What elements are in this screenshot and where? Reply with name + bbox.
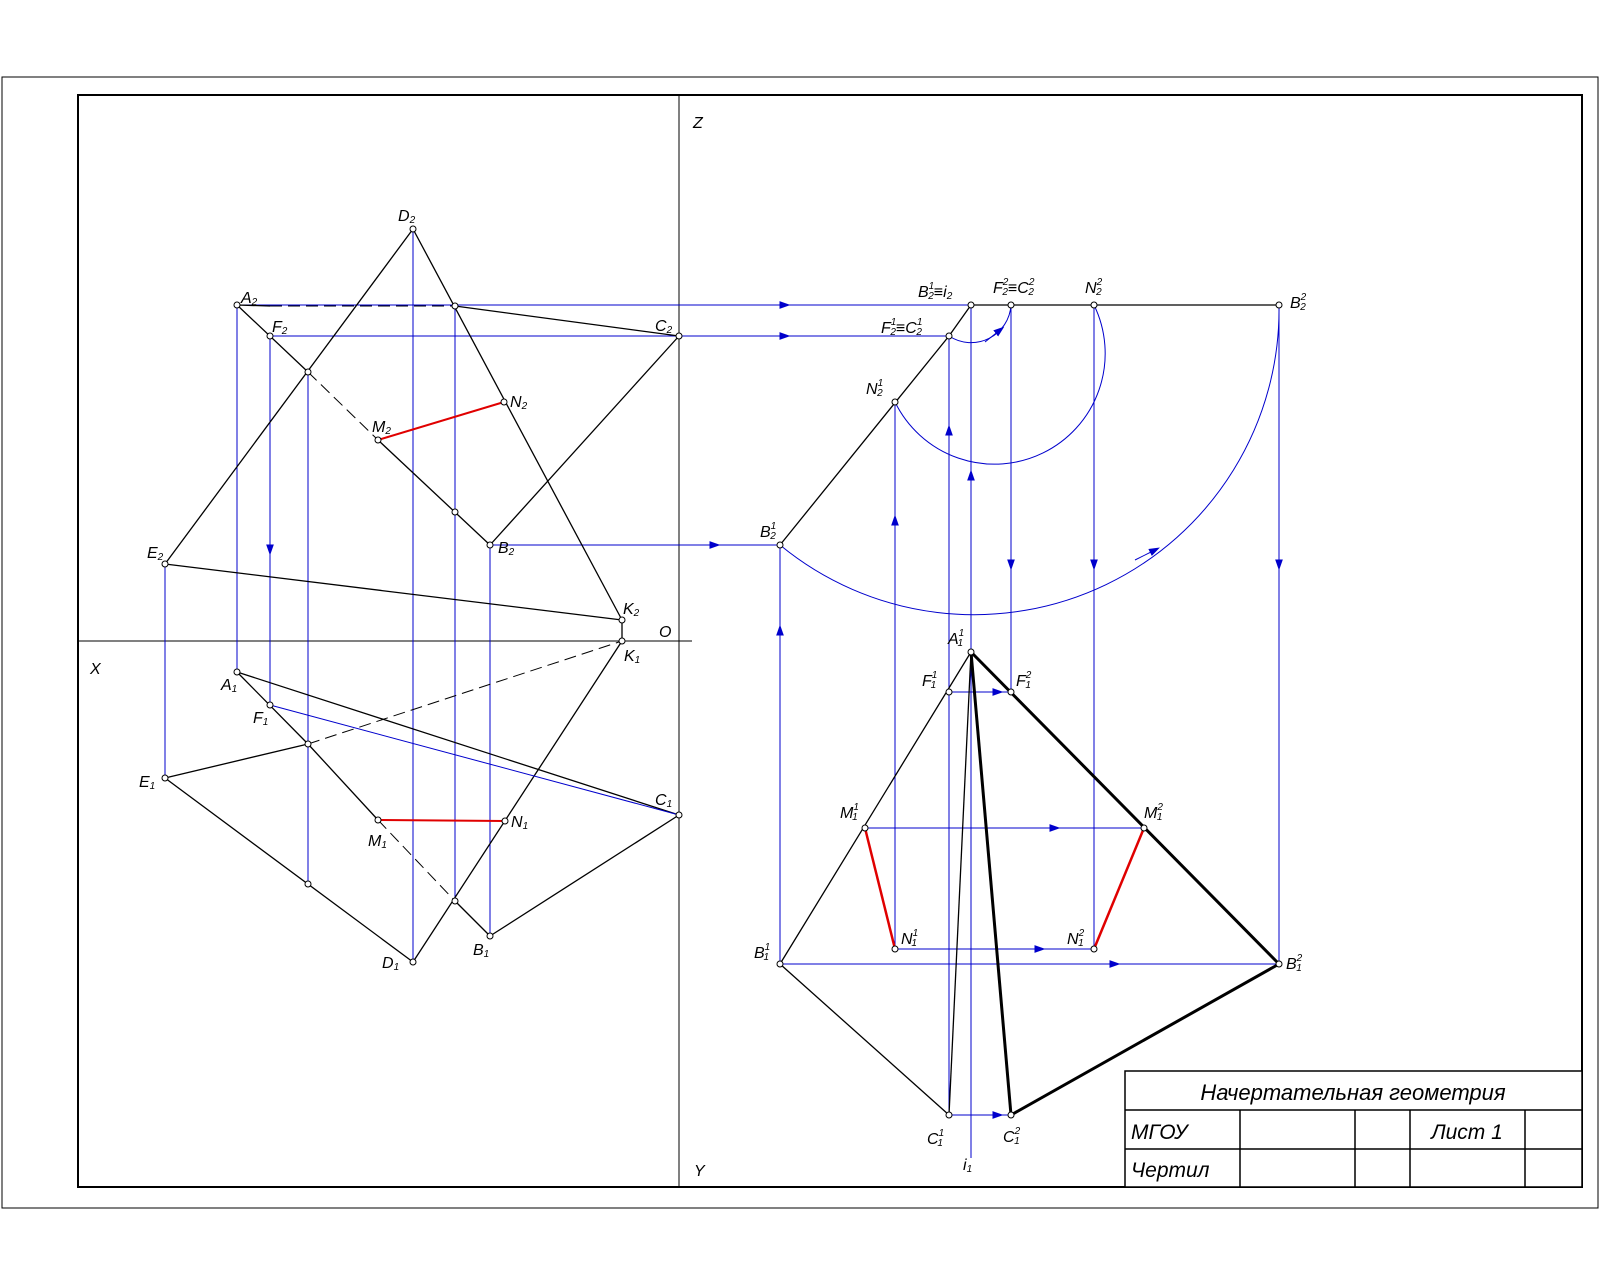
title-block-drawn: Чертил xyxy=(1131,1159,1210,1182)
projection-arrows-left xyxy=(266,301,791,556)
horizontal-projection xyxy=(164,640,680,963)
rotated-figure-thick xyxy=(969,650,1281,1117)
projection-lines-left xyxy=(164,229,971,962)
mn-frontal-segment xyxy=(377,401,505,441)
axis-z-label: Z xyxy=(692,115,704,132)
f1-c1-line xyxy=(269,704,680,816)
label-b2: B2 xyxy=(498,540,515,558)
label-k1: K1 xyxy=(624,648,640,666)
axis-y-label: Y xyxy=(694,1163,706,1180)
label-a1: A1 xyxy=(220,677,237,695)
label-b1: B1 xyxy=(473,942,489,960)
label-a2: A2 xyxy=(240,290,258,308)
title-block-org: МГОУ xyxy=(1131,1121,1190,1144)
frontal-hidden-lines xyxy=(270,305,455,441)
rotated-figure-thin xyxy=(779,304,1279,1116)
label-d1: D1 xyxy=(382,955,399,973)
horizontal-hidden-lines xyxy=(307,640,623,902)
mn-rotated-left-segment xyxy=(863,827,897,950)
label-c1: C1 xyxy=(655,792,672,810)
axes xyxy=(78,95,692,1187)
label-f2: F2 xyxy=(272,319,288,337)
frontal-projection xyxy=(164,228,680,621)
label-e2: E2 xyxy=(147,545,164,563)
label-d2: D2 xyxy=(398,208,416,226)
points xyxy=(161,225,1283,1119)
label-m1: M1 xyxy=(368,833,387,851)
outer-border xyxy=(1,76,1599,1209)
label-n1: N1 xyxy=(511,814,528,832)
label-c2: C2 xyxy=(655,318,673,336)
label-i1: i1 xyxy=(963,1157,972,1175)
title-block xyxy=(1124,1070,1583,1188)
projection-lines-right xyxy=(779,304,1280,1158)
labels-left: A2 F2 C2 D2 M2 N2 E2 B2 K2 K1 A1 F1 E1 C… xyxy=(139,208,673,973)
title-block-title: Начертательная геометрия xyxy=(1200,1080,1506,1105)
origin-label: O xyxy=(659,624,671,641)
axis-x-label: X xyxy=(89,661,102,678)
label-m2: M2 xyxy=(372,419,391,437)
title-block-sheet: Лист 1 xyxy=(1429,1121,1503,1144)
mn-horizontal-segment xyxy=(377,819,506,822)
projection-arrows-right xyxy=(776,326,1283,1119)
label-e1: E1 xyxy=(139,774,155,792)
label-n2: N2 xyxy=(510,394,528,412)
label-f1: F1 xyxy=(253,710,268,728)
mn-rotated-right-segment xyxy=(1092,827,1146,950)
label-k2: K2 xyxy=(623,601,640,619)
